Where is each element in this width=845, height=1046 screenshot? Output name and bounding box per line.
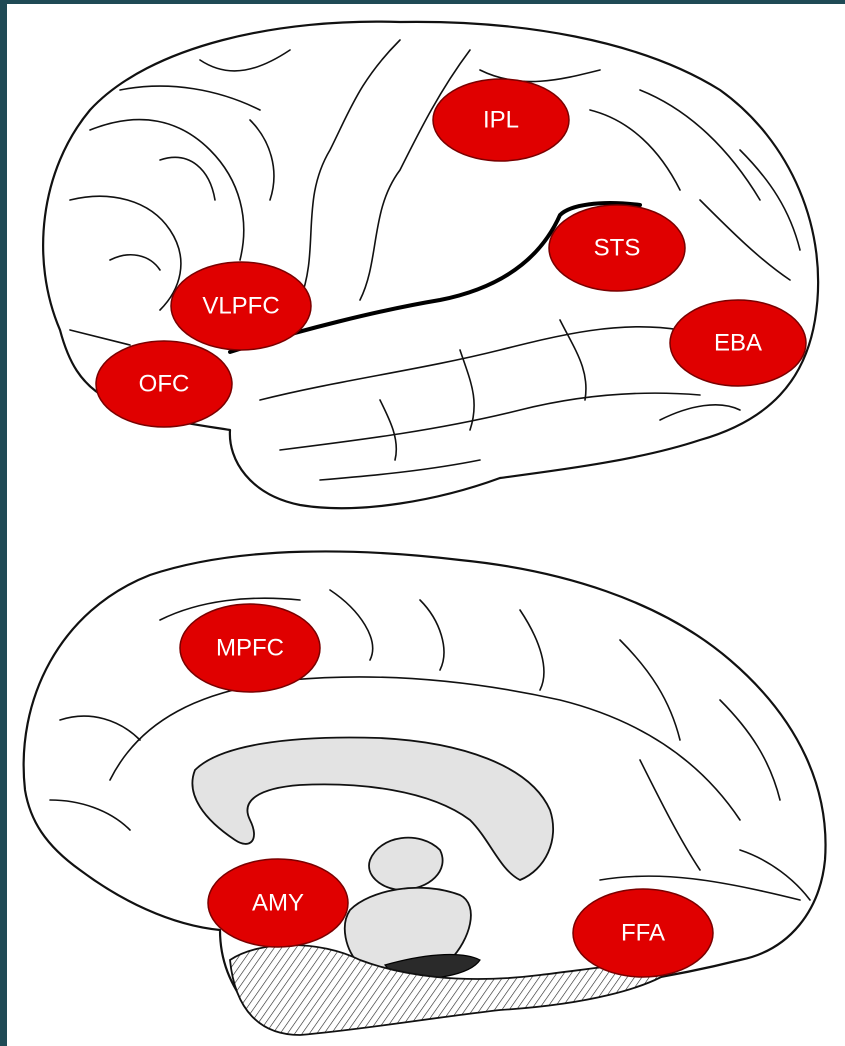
region-amy: AMY: [208, 859, 348, 947]
region-mpfc: MPFC: [180, 604, 320, 692]
region-eba: EBA: [670, 300, 806, 386]
region-sts-label: STS: [594, 235, 641, 262]
region-ffa: FFA: [573, 889, 713, 977]
region-vlpfc: VLPFC: [171, 262, 311, 350]
region-vlpfc-label: VLPFC: [202, 293, 279, 320]
region-ofc-label: OFC: [139, 371, 190, 398]
region-ofc: OFC: [96, 341, 232, 427]
lateral-brain: [43, 22, 818, 509]
region-ipl-label: IPL: [483, 107, 519, 134]
region-sts: STS: [549, 205, 685, 291]
region-eba-label: EBA: [714, 330, 762, 357]
region-ipl: IPL: [433, 79, 569, 161]
region-amy-label: AMY: [252, 890, 304, 917]
region-ffa-label: FFA: [621, 920, 665, 947]
region-mpfc-label: MPFC: [216, 635, 284, 662]
medial-brain: [24, 551, 826, 1035]
